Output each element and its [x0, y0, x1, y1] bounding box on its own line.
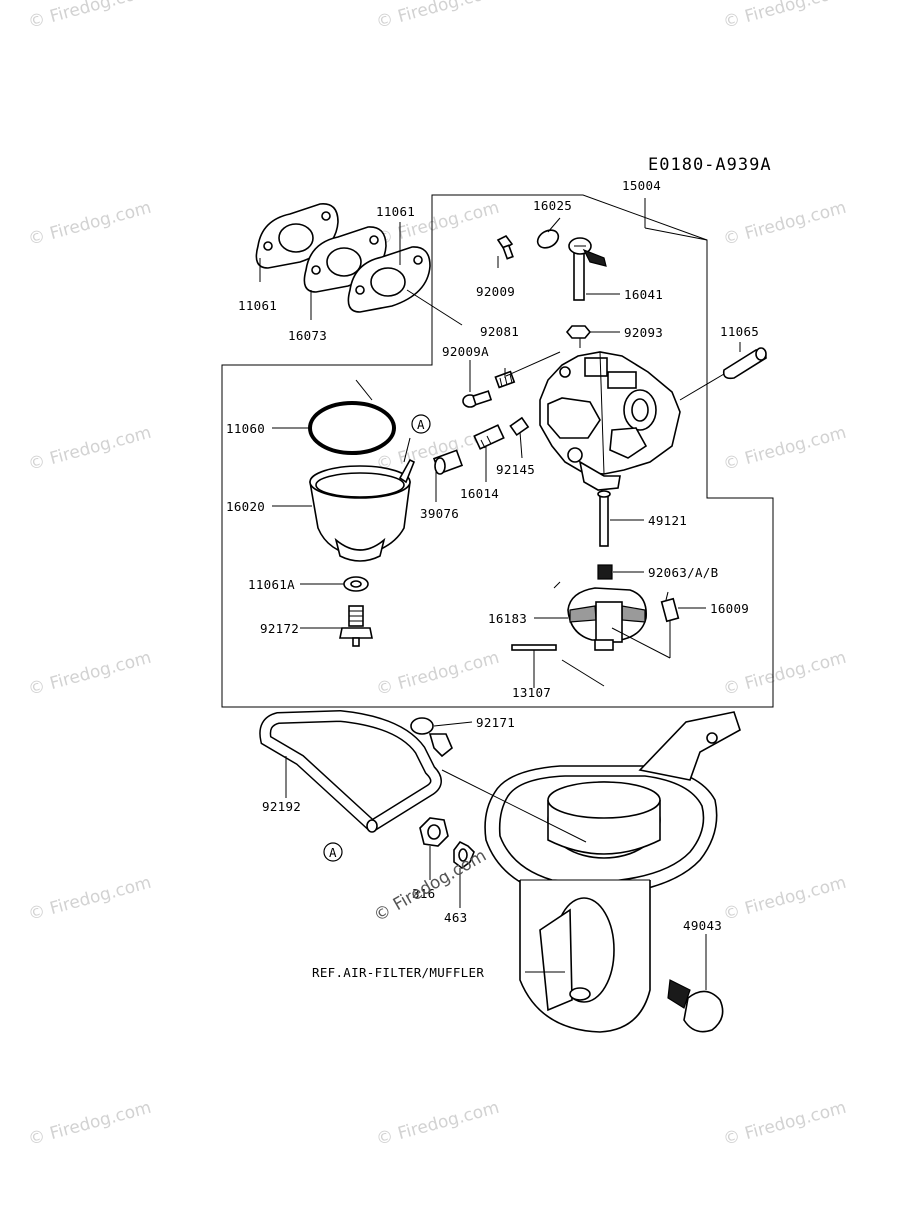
- callout-16183: 16183: [488, 611, 527, 626]
- callout-39076: 39076: [420, 506, 459, 521]
- callout-92172: 92172: [260, 621, 299, 636]
- watermark: © Firedog.com: [374, 648, 501, 700]
- callout-16025: 16025: [533, 198, 572, 213]
- callout-ref-air-filter-muffler: REF.AIR-FILTER/MUFFLER: [312, 965, 484, 980]
- marker-a-label: A: [329, 845, 337, 860]
- screw-92009: [496, 234, 514, 260]
- callout-11061A: 11061A: [248, 577, 295, 592]
- marker-a-bottom: A: [323, 842, 343, 862]
- watermark: © Firedog.com: [721, 198, 848, 250]
- callout-92009A: 92009A: [442, 344, 489, 359]
- choke-plate-16025: [536, 229, 560, 249]
- pin-13107: [511, 644, 557, 651]
- callout-49121: 49121: [648, 513, 687, 528]
- marker-a-top: A: [411, 414, 431, 434]
- o-ring-11060: [308, 401, 396, 455]
- callout-49043: 49043: [683, 918, 722, 933]
- callout-92145: 92145: [496, 462, 535, 477]
- carburetor-body: [539, 351, 681, 491]
- watermark: © Firedog.com: [26, 0, 153, 33]
- needle-92063: [597, 564, 613, 580]
- float-bowl-16020: [309, 458, 416, 562]
- callout-92081: 92081: [480, 324, 519, 339]
- callout-16020: 16020: [226, 499, 265, 514]
- callout-15004: 15004: [622, 178, 661, 193]
- watermark: © Firedog.com: [26, 198, 153, 250]
- callout-labels: 15004 11061 11061 16073 16025 92009 1604…: [226, 178, 759, 980]
- fuel-hose-92192: [259, 709, 442, 833]
- marker-a-label: A: [417, 417, 425, 432]
- watermark: © Firedog.com: [374, 1098, 501, 1150]
- knob-49043: [667, 979, 724, 1033]
- nozzle-16014: [473, 424, 505, 450]
- float-pin-49121: [597, 490, 611, 547]
- drain-bolt-92172: [339, 605, 373, 647]
- air-filter-base: [484, 711, 741, 1033]
- plug-39076: [432, 449, 464, 475]
- callout-16014: 16014: [460, 486, 499, 501]
- callout-92192: 92192: [262, 799, 301, 814]
- watermark: © Firedog.com: [721, 873, 848, 925]
- washer-11061A: [343, 576, 369, 592]
- watermark: © Firedog.com: [26, 1098, 153, 1150]
- seal-92093: [565, 325, 592, 339]
- watermark: © Firedog.com: [721, 1098, 848, 1150]
- callout-16073: 16073: [288, 328, 327, 343]
- diagram-code: E0180-A939A: [648, 155, 772, 175]
- gasket-11061-right: [347, 246, 431, 313]
- assembly-frame: [221, 194, 774, 708]
- watermark: © Firedog.com: [721, 0, 848, 33]
- jet-92145: [509, 416, 530, 437]
- pin-11065: [722, 347, 767, 380]
- callout-92009: 92009: [476, 284, 515, 299]
- callout-316: 316: [412, 886, 435, 901]
- callout-92063: 92063/A/B: [648, 565, 718, 580]
- float-16183: [567, 587, 647, 651]
- callout-11061-top: 11061: [376, 204, 415, 219]
- callout-16041: 16041: [624, 287, 663, 302]
- watermark: © Firedog.com: [374, 0, 501, 33]
- leader-lines: [259, 198, 741, 990]
- callout-92171: 92171: [476, 715, 515, 730]
- callout-11060: 11060: [226, 421, 265, 436]
- callout-463: 463: [444, 910, 467, 925]
- callout-11061-left: 11061: [238, 298, 277, 313]
- screw-92009A: [462, 390, 493, 408]
- watermark: © Firedog.com: [721, 423, 848, 475]
- choke-shaft-16041: [568, 237, 607, 301]
- spring-92081: [494, 370, 516, 389]
- washer-463: [453, 840, 475, 869]
- callout-16009: 16009: [710, 601, 749, 616]
- nut-316: [419, 817, 449, 847]
- clamp-92171: [410, 717, 453, 758]
- watermark: © Firedog.com: [721, 648, 848, 700]
- needle-16009: [660, 591, 680, 623]
- callout-92093: 92093: [624, 325, 663, 340]
- watermark: © Firedog.com: [26, 873, 153, 925]
- watermark: © Firedog.com: [26, 423, 153, 475]
- callout-11065: 11065: [720, 324, 759, 339]
- watermark: © Firedog.com: [26, 648, 153, 700]
- callout-13107: 13107: [512, 685, 551, 700]
